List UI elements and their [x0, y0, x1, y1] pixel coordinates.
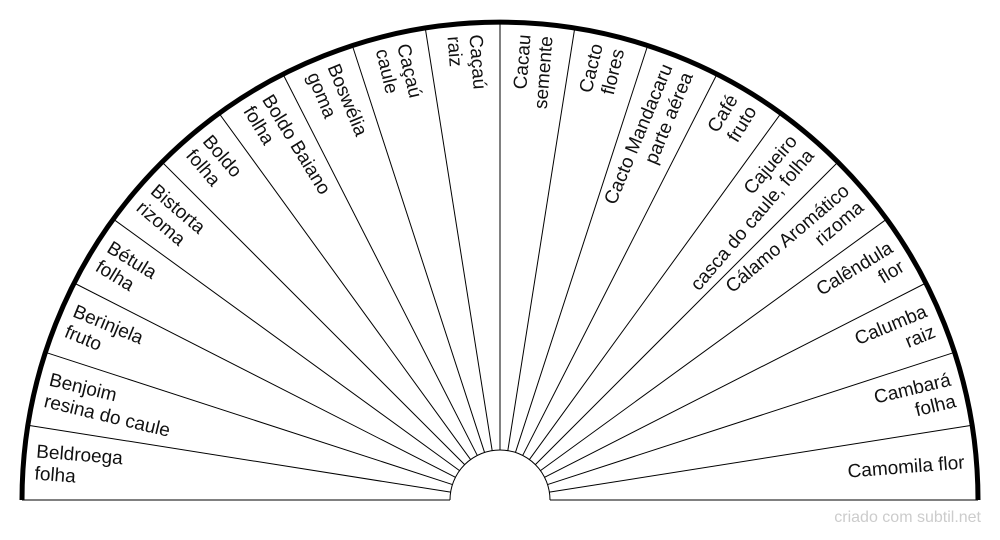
- divider-line: [528, 112, 782, 460]
- sector-label-line: Cacau: [510, 34, 535, 90]
- divider-line: [282, 73, 478, 456]
- label-line-group: semente: [531, 35, 558, 109]
- label-line-group: Cacau: [510, 34, 535, 90]
- sector-label-line: Camomila flor: [847, 452, 966, 482]
- hub-arc: [449, 449, 551, 501]
- divider-line: [540, 218, 888, 472]
- divider-line: [45, 351, 453, 486]
- divider-line: [544, 282, 927, 478]
- label-line-group: Caçaú: [464, 34, 489, 90]
- divider-line: [161, 161, 465, 465]
- divider-line: [73, 282, 456, 478]
- label-line-group: Camomila flor: [847, 452, 966, 482]
- divider-line: [514, 45, 649, 453]
- divider-line: [549, 424, 973, 493]
- divider-line: [351, 45, 486, 453]
- label-line-group: folha: [34, 463, 77, 487]
- divider-line: [218, 112, 472, 460]
- divider-line: [535, 161, 839, 465]
- divider-line: [547, 351, 955, 486]
- outer-arc: [19, 19, 981, 501]
- divider-line: [27, 424, 451, 493]
- sector-label-line: Caçaú: [464, 34, 489, 90]
- divider-line: [112, 218, 460, 472]
- sector-label-line: semente: [531, 35, 558, 109]
- divider-line: [424, 27, 493, 451]
- divider-line: [522, 73, 718, 456]
- sector-label-line: raiz: [442, 35, 465, 67]
- sector-label-line: folha: [34, 463, 77, 487]
- credit-text: criado com subtil.net: [834, 509, 981, 526]
- label-line-group: raiz: [442, 35, 465, 67]
- divider-line: [507, 27, 576, 451]
- sector-label: Camomila flor: [847, 452, 966, 482]
